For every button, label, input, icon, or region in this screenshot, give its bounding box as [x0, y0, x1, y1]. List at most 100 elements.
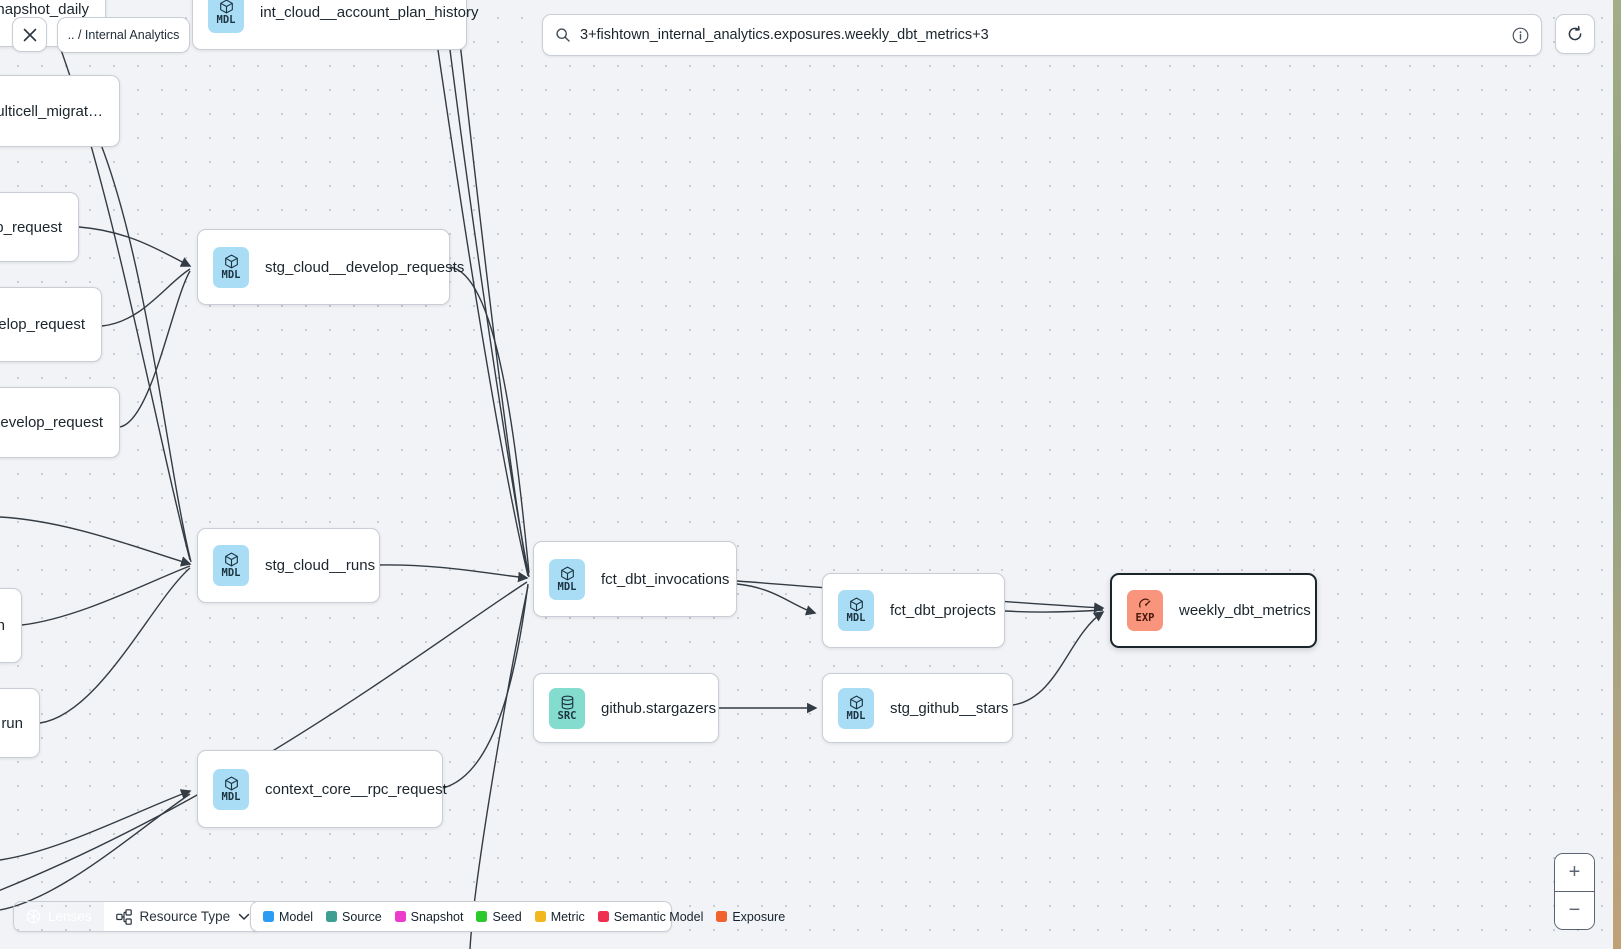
lineage-edge [442, 583, 529, 789]
graph-node-int_cloud__account_plan_history[interactable]: MDL int_cloud__account_plan_history [192, 0, 479, 50]
breadcrumb-label: .. / Internal Analytics [67, 28, 180, 42]
legend-item-seed: Seed [476, 909, 522, 924]
search-icon [556, 28, 570, 42]
graph-node-n_cut[interactable]: n [0, 588, 22, 663]
model-icon [224, 552, 238, 567]
legend-swatch [326, 911, 338, 922]
model-badge: MDL [213, 246, 249, 288]
lineage-edge [379, 564, 529, 583]
zoom-out-button[interactable]: − [1555, 892, 1594, 929]
lineage-edge [437, 49, 529, 577]
graph-node-run_cut[interactable]: run [0, 688, 40, 758]
node-label: n [0, 617, 5, 634]
desktop-edge-strip [1613, 0, 1621, 949]
node-label: fct_dbt_projects [890, 602, 996, 619]
model-icon [849, 695, 863, 710]
close-icon [23, 28, 36, 41]
legend-label: Semantic Model [613, 909, 704, 924]
lineage-edge [449, 266, 530, 574]
source-icon [561, 695, 573, 710]
search-bar [542, 14, 1542, 56]
node-label: velop_request [0, 316, 85, 333]
lineage-edge [99, 141, 192, 563]
lineage-edge [0, 581, 528, 891]
graph-node-fct_dbt_projects[interactable]: MDL fct_dbt_projects [822, 573, 1005, 648]
lineage-edge [1012, 611, 1105, 706]
legend-swatch [597, 911, 609, 922]
legend-label: Exposure [732, 909, 786, 924]
node-label: int_cloud__account_plan_history [260, 4, 479, 21]
badge-label: MDL [221, 268, 241, 281]
legend-swatch [263, 911, 274, 922]
lenses-button[interactable]: Lenses [14, 902, 104, 931]
info-icon[interactable] [1512, 27, 1529, 44]
legend-swatch [716, 911, 728, 922]
lineage-edge [101, 268, 191, 327]
search-input[interactable] [580, 27, 1503, 43]
refresh-button[interactable] [1555, 14, 1595, 54]
badge-label: SRC [557, 709, 577, 722]
resource-type-dropdown[interactable]: Resource Type [103, 902, 263, 931]
model-icon [560, 566, 574, 581]
lineage-edge [21, 565, 191, 626]
model-badge: MDL [549, 558, 585, 600]
badge-label: MDL [221, 567, 241, 580]
badge-label: MDL [846, 612, 866, 625]
node-label: op_request [0, 218, 62, 236]
node-label: develop_request [0, 414, 103, 431]
legend-item-exposure: Exposure [716, 910, 785, 924]
model-icon [849, 597, 863, 612]
refresh-icon [1568, 25, 1582, 41]
legend-swatch [476, 911, 488, 922]
graph-node-context_core__rpc_request[interactable]: MDL context_core__rpc_request [197, 750, 447, 828]
legend-label: Seed [492, 909, 522, 924]
source-badge: SRC [549, 687, 585, 729]
badge-label: MDL [216, 14, 236, 27]
model-badge: MDL [213, 545, 249, 586]
node-label: stg_github__stars [890, 699, 1009, 717]
lens-control-group: Lenses Resource Type [13, 901, 264, 932]
graph-node-multicell_migrat[interactable]: multicell_migrat… [0, 75, 120, 147]
badge-label: MDL [557, 580, 577, 593]
model-icon [219, 0, 233, 14]
node-label: context_core__rpc_request [265, 780, 447, 798]
lenses-aperture-icon [26, 909, 41, 924]
resource-type-icon [115, 908, 132, 925]
breadcrumb[interactable]: .. / Internal Analytics [57, 17, 190, 53]
graph-node-stg_github__stars[interactable]: MDL stg_github__stars [822, 673, 1013, 743]
close-button[interactable] [12, 17, 47, 52]
zoom-control: + − [1554, 853, 1595, 930]
model-badge: MDL [838, 590, 874, 631]
legend-label: Metric [550, 909, 585, 924]
graph-node-stg_cloud__develop_requests[interactable]: MDL stg_cloud__develop_requests [197, 229, 464, 305]
node-label: run [1, 714, 23, 732]
model-icon [224, 776, 238, 791]
legend-swatch [534, 911, 546, 922]
badge-label: MDL [221, 790, 241, 803]
lenses-label: Lenses [48, 909, 92, 924]
node-label: stg_cloud__develop_requests [265, 258, 465, 276]
legend-label: Source [342, 909, 382, 924]
model-badge: MDL [213, 768, 249, 810]
lineage-edge [78, 226, 192, 267]
lineage-edge [449, 49, 530, 578]
graph-node-velop_request[interactable]: velop_request [0, 287, 102, 362]
lineage-edge [119, 270, 191, 428]
legend-swatch [394, 911, 406, 922]
badge-label: MDL [846, 709, 866, 722]
zoom-in-button[interactable]: + [1555, 854, 1594, 892]
graph-node-stg_cloud__runs[interactable]: MDL stg_cloud__runs [197, 528, 380, 603]
node-label: multicell_migrat… [0, 102, 103, 120]
node-label: stg_cloud__runs [265, 557, 376, 574]
graph-node-op_request[interactable]: op_request [0, 192, 79, 262]
graph-node-develop_request[interactable]: develop_request [0, 387, 120, 458]
model-icon [224, 254, 238, 269]
legend-item-metric: Metric [534, 909, 585, 924]
